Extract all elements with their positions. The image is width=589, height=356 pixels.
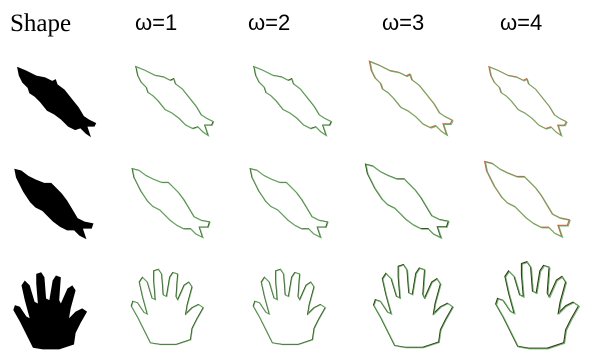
header-omega-4: ω=4 — [500, 10, 543, 35]
row3-shape-silhouette — [10, 266, 92, 354]
row1-contour-omega-2 — [240, 58, 340, 144]
row3-contour-omega-1 — [128, 262, 208, 350]
row2-shape-silhouette — [8, 160, 98, 248]
header-shape: Shape — [10, 10, 72, 37]
header-omega-2: ω=2 — [248, 10, 291, 35]
row3-contour-omega-4 — [492, 258, 584, 350]
header-omega-1: ω=1 — [135, 10, 178, 35]
row1-contour-omega-4 — [476, 58, 574, 144]
row1-contour-omega-1 — [122, 58, 222, 144]
row3-contour-omega-2 — [250, 262, 330, 350]
row2-contour-omega-3 — [356, 155, 456, 247]
row2-contour-omega-1 — [122, 160, 218, 246]
row2-contour-omega-2 — [240, 160, 336, 246]
row1-contour-omega-3 — [358, 52, 458, 144]
header-omega-3: ω=3 — [382, 10, 425, 35]
row2-contour-omega-4 — [476, 152, 576, 246]
row3-contour-omega-3 — [370, 260, 458, 350]
row1-shape-silhouette — [8, 58, 100, 146]
